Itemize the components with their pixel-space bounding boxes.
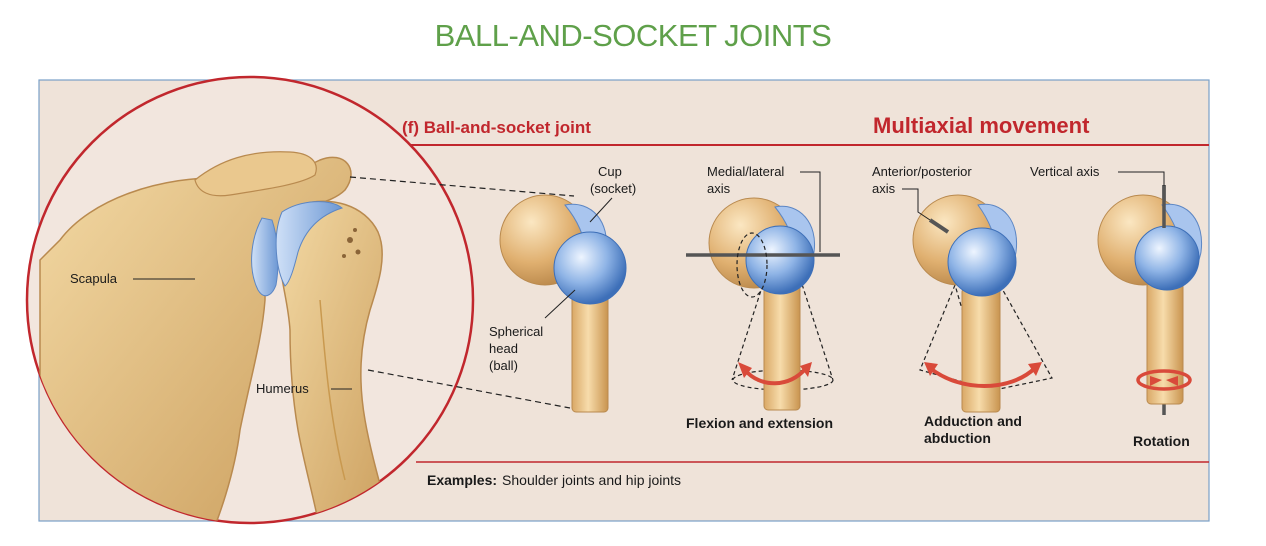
label-cup-1: Cup bbox=[598, 164, 622, 179]
examples-line: Examples: Shoulder joints and hip joints bbox=[427, 472, 681, 488]
label-cup-2: (socket) bbox=[590, 181, 636, 196]
label-head-3: (ball) bbox=[489, 358, 518, 373]
joint-model-labelled bbox=[499, 194, 627, 413]
leader-vertical-axis bbox=[1118, 171, 1165, 186]
caption-adduction-1: Adduction and bbox=[924, 413, 1022, 429]
movement-heading: Multiaxial movement bbox=[873, 113, 1090, 138]
examples-label: Examples: bbox=[427, 472, 497, 488]
label-head-1: Spherical bbox=[489, 324, 543, 339]
label-humerus: Humerus bbox=[256, 381, 309, 396]
caption-rotation: Rotation bbox=[1133, 433, 1190, 449]
slide-title: BALL-AND-SOCKET JOINTS bbox=[434, 18, 832, 53]
callout-line-top bbox=[349, 176, 575, 197]
label-ml-axis-2: axis bbox=[707, 181, 731, 196]
leader-head bbox=[544, 289, 576, 319]
panel-heading: (f) Ball-and-socket joint bbox=[402, 118, 591, 137]
label-ap-axis-1: Anterior/posterior bbox=[872, 164, 972, 179]
caption-flexion: Flexion and extension bbox=[686, 415, 833, 431]
label-ml-axis-1: Medial/lateral bbox=[707, 164, 784, 179]
joint-model-rotation bbox=[1097, 185, 1203, 415]
examples-text: Shoulder joints and hip joints bbox=[502, 472, 681, 488]
callout-line-bottom bbox=[367, 369, 571, 409]
caption-adduction-2: abduction bbox=[924, 430, 991, 446]
leader-ml-axis bbox=[800, 171, 821, 252]
shoulder-illustration bbox=[25, 75, 475, 525]
leader-ap-axis bbox=[902, 188, 931, 221]
leader-cup bbox=[589, 197, 613, 223]
label-head-2: head bbox=[489, 341, 518, 356]
label-ap-axis-2: axis bbox=[872, 181, 896, 196]
label-vertical-axis: Vertical axis bbox=[1030, 164, 1100, 179]
joint-model-flexion bbox=[686, 197, 840, 411]
joint-model-adduction bbox=[912, 194, 1053, 413]
label-scapula: Scapula bbox=[70, 271, 118, 286]
